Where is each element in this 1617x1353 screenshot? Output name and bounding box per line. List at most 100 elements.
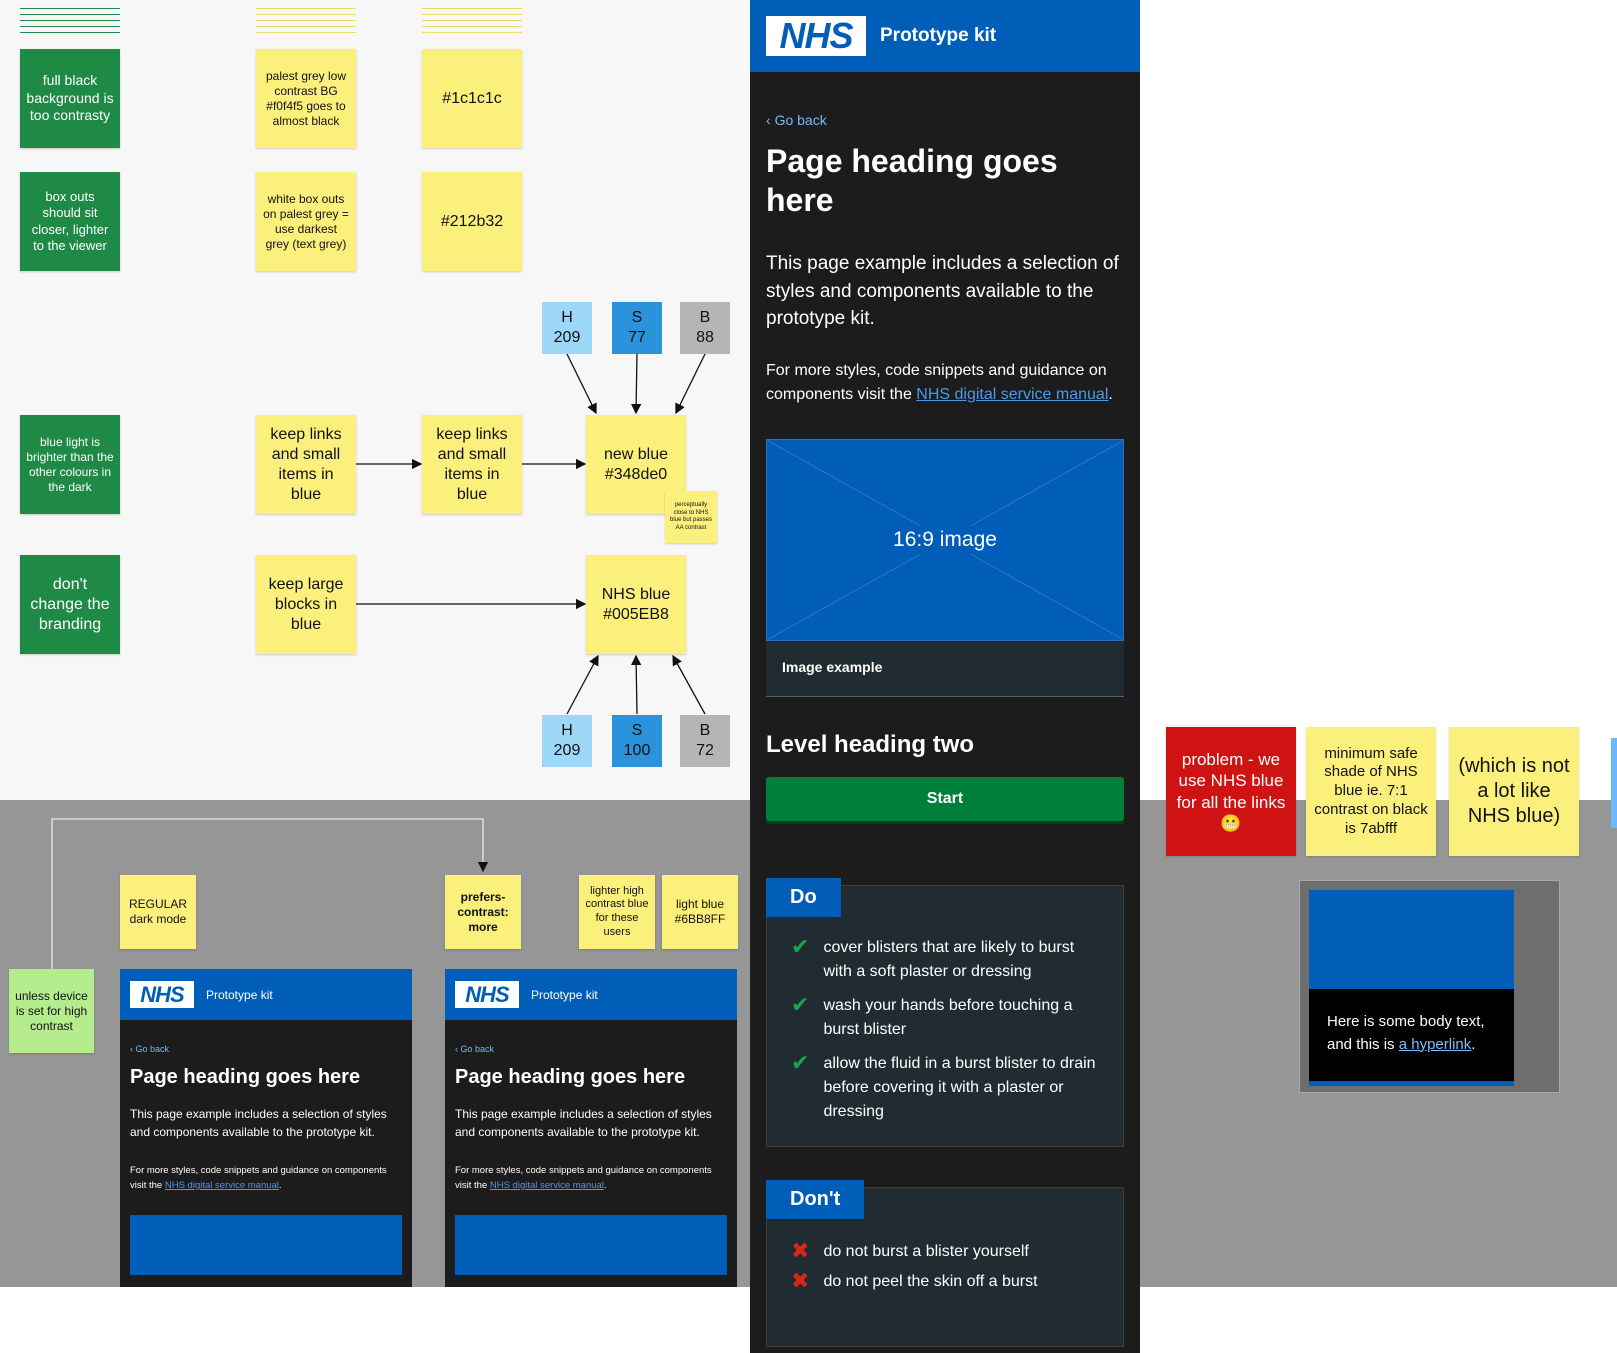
body-text-suffix: .	[1108, 385, 1113, 403]
dont-item-text: do not burst a blister yourself	[823, 1242, 1029, 1260]
sticky-note-hex: #212b32	[422, 172, 522, 271]
hsb-value: 72	[696, 742, 714, 759]
chevron-left-icon: ‹	[766, 112, 775, 128]
offscreen-note-edge	[1611, 738, 1617, 828]
sticky-note-nhs-blue: NHS blue #005EB8	[586, 555, 686, 654]
nhs-logo[interactable]: NHS	[455, 981, 519, 1008]
sticky-note-problem: problem - we use NHS blue for all the li…	[1166, 727, 1296, 856]
do-item-text: cover blisters that are likely to burst …	[823, 938, 1075, 980]
body-text-suffix: .	[278, 1180, 282, 1192]
hsb-letter: S	[631, 722, 643, 739]
start-button[interactable]: Start	[766, 776, 1124, 821]
hsb-letter: B	[699, 722, 711, 739]
cross-icon: ✖	[791, 1237, 810, 1263]
prototype-large: NHS Prototype kit ‹ Go back Page heading…	[750, 0, 1140, 1353]
sticky-note-small: perceptually close to NHS blue but passe…	[665, 491, 717, 543]
hsb-letter: H	[561, 722, 573, 739]
column-divider-lines	[422, 8, 522, 33]
sticky-note: minimum safe shade of NHS blue ie. 7:1 c…	[1306, 727, 1436, 856]
sample-suffix: .	[1471, 1035, 1476, 1053]
hsb-saturation-box: S 77	[612, 302, 662, 354]
image-placeholder: 16:9 image	[766, 438, 1124, 641]
hsb-value: 88	[696, 329, 714, 346]
prototype-preview-high-contrast: NHS Prototype kit ‹ Go back Page heading…	[445, 969, 737, 1287]
sample-hyperlink[interactable]: a hyperlink	[1398, 1035, 1472, 1053]
chevron-left-icon: ‹	[455, 1044, 461, 1054]
hsb-value: 209	[553, 329, 581, 346]
header: NHS Prototype kit	[750, 0, 1140, 72]
hsb-value: 100	[623, 742, 651, 759]
header: NHS Prototype kit	[445, 969, 737, 1020]
hsb-brightness-box: B 72	[680, 715, 730, 767]
do-tag: Do	[766, 877, 841, 917]
manual-link[interactable]: NHS digital service manual	[164, 1180, 279, 1192]
body-text: For more styles, code snippets and guida…	[455, 1163, 727, 1193]
lede-text: This page example includes a selection o…	[130, 1107, 387, 1139]
page-heading: Page heading goes here	[455, 1066, 686, 1088]
tick-icon: ✔	[791, 1049, 810, 1075]
list-item: ✔ allow the fluid in a burst blister to …	[791, 1049, 1107, 1124]
image-caption: Image example	[766, 640, 1124, 697]
hsb-letter: S	[631, 309, 643, 326]
sticky-note: light blue #6BB8FF	[662, 875, 738, 949]
body-text-prefix: For more styles, code snippets and guida…	[130, 1165, 387, 1192]
list-item: ✔ cover blisters that are likely to burs…	[791, 933, 1107, 984]
sticky-note: prefers-contrast: more	[445, 875, 521, 949]
header: NHS Prototype kit	[120, 969, 412, 1020]
tick-icon: ✔	[791, 933, 810, 959]
body-text-suffix: .	[603, 1180, 607, 1192]
back-link-label: Go back	[135, 1044, 170, 1054]
page-heading: Page heading goes here	[130, 1066, 361, 1088]
do-item-text: allow the fluid in a burst blister to dr…	[823, 1054, 1096, 1120]
back-link[interactable]: ‹ Go back	[455, 1044, 727, 1054]
sticky-note: blue light is brighter than the other co…	[20, 415, 120, 514]
image-placeholder	[130, 1215, 402, 1276]
nhs-logo[interactable]: NHS	[766, 15, 866, 56]
brand-name: Prototype kit	[206, 987, 273, 1002]
chevron-left-icon: ‹	[130, 1044, 136, 1054]
back-link[interactable]: ‹ Go back	[766, 112, 1124, 128]
hsb-letter: H	[561, 309, 573, 326]
column-divider-lines	[256, 8, 356, 33]
page-heading: Page heading goes here	[766, 143, 1058, 219]
body-text-prefix: For more styles, code snippets and guida…	[766, 361, 1107, 403]
dont-item-text: do not peel the skin off a burst	[823, 1272, 1038, 1290]
back-link[interactable]: ‹ Go back	[130, 1044, 402, 1054]
back-link-label: Go back	[774, 112, 827, 128]
brand-name: Prototype kit	[880, 25, 997, 46]
sticky-note: keep links and small items in blue	[256, 415, 356, 514]
nhs-logo[interactable]: NHS	[130, 981, 194, 1008]
image-label: 16:9 image	[887, 525, 1003, 554]
sticky-note: full black background is too contrasty	[20, 49, 120, 148]
sticky-note: unless device is set for high contrast	[9, 969, 94, 1053]
body-text-prefix: For more styles, code snippets and guida…	[455, 1165, 712, 1192]
list-item: ✖ do not peel the skin off a burst	[791, 1269, 1107, 1294]
sticky-note: REGULAR dark mode	[120, 875, 196, 949]
sticky-note: (which is not a lot like NHS blue)	[1449, 727, 1579, 856]
sticky-note: white box outs on palest grey = use dark…	[256, 172, 356, 271]
manual-link[interactable]: NHS digital service manual	[489, 1180, 604, 1192]
dont-list-panel: Don't ✖ do not burst a blister yourself …	[766, 1179, 1124, 1347]
sticky-note: lighter high contrast blue for these use…	[579, 875, 655, 949]
hsb-hue-box: H 209	[542, 302, 592, 354]
hsb-value: 209	[553, 742, 581, 759]
manual-link[interactable]: NHS digital service manual	[916, 385, 1109, 403]
body-text: For more styles, code snippets and guida…	[130, 1163, 402, 1193]
do-item-text: wash your hands before touching a burst …	[823, 996, 1073, 1038]
sticky-note: box outs should sit closer, lighter to t…	[20, 172, 120, 271]
image-placeholder	[455, 1215, 727, 1276]
hyperlink-sample-text: Here is some body text, and this is a hy…	[1309, 989, 1514, 1081]
prototype-preview-regular: NHS Prototype kit ‹ Go back Page heading…	[120, 969, 412, 1287]
lede-text: This page example includes a selection o…	[455, 1107, 712, 1139]
hsb-brightness-box: B 88	[680, 302, 730, 354]
dont-tag: Don't	[766, 1179, 865, 1219]
heading-two: Level heading two	[766, 730, 975, 758]
back-link-label: Go back	[460, 1044, 495, 1054]
body-text: For more styles, code snippets and guida…	[766, 359, 1124, 407]
lede-text: This page example includes a selection o…	[766, 253, 1119, 330]
hsb-hue-box: H 209	[542, 715, 592, 767]
do-list-panel: Do ✔ cover blisters that are likely to b…	[766, 877, 1124, 1147]
column-divider-lines	[20, 8, 120, 33]
hsb-letter: B	[699, 309, 711, 326]
